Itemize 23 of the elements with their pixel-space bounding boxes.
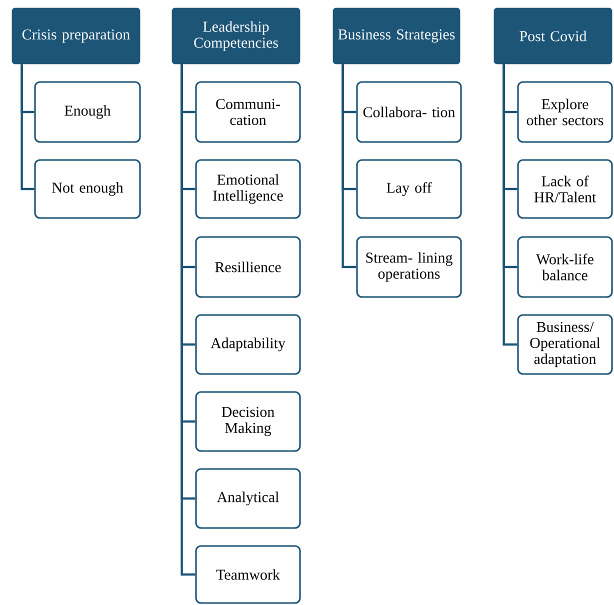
item-box: Decision Making <box>195 391 301 452</box>
item-box: Teamwork <box>195 545 301 604</box>
item-box: Lack of HR/Talent <box>517 159 613 219</box>
category-header: Leadership Competencies <box>172 8 300 64</box>
item-box: Lay off <box>356 159 462 219</box>
item-box: Analytical <box>195 468 301 529</box>
item-box: Communi- cation <box>195 81 301 143</box>
connector <box>342 64 356 268</box>
item-box: Resillience <box>195 236 301 298</box>
connector <box>502 64 518 346</box>
category-header: Business Strategies <box>332 8 460 64</box>
connector <box>20 64 34 190</box>
item-box: Explore other sectors <box>517 81 613 143</box>
item-box: Collabora- tion <box>356 81 462 143</box>
item-box: Emotional Intelligence <box>195 159 301 219</box>
item-box: Business/ Operational adaptation <box>517 314 613 375</box>
item-box: Work-life balance <box>517 236 613 298</box>
item-box: Not enough <box>34 159 141 219</box>
item-box: Stream- lining operations <box>356 236 462 298</box>
item-box: Enough <box>34 81 141 143</box>
item-box: Adaptability <box>195 314 301 375</box>
category-header: Post Covid <box>494 8 612 64</box>
category-header: Crisis preparation <box>12 8 140 64</box>
